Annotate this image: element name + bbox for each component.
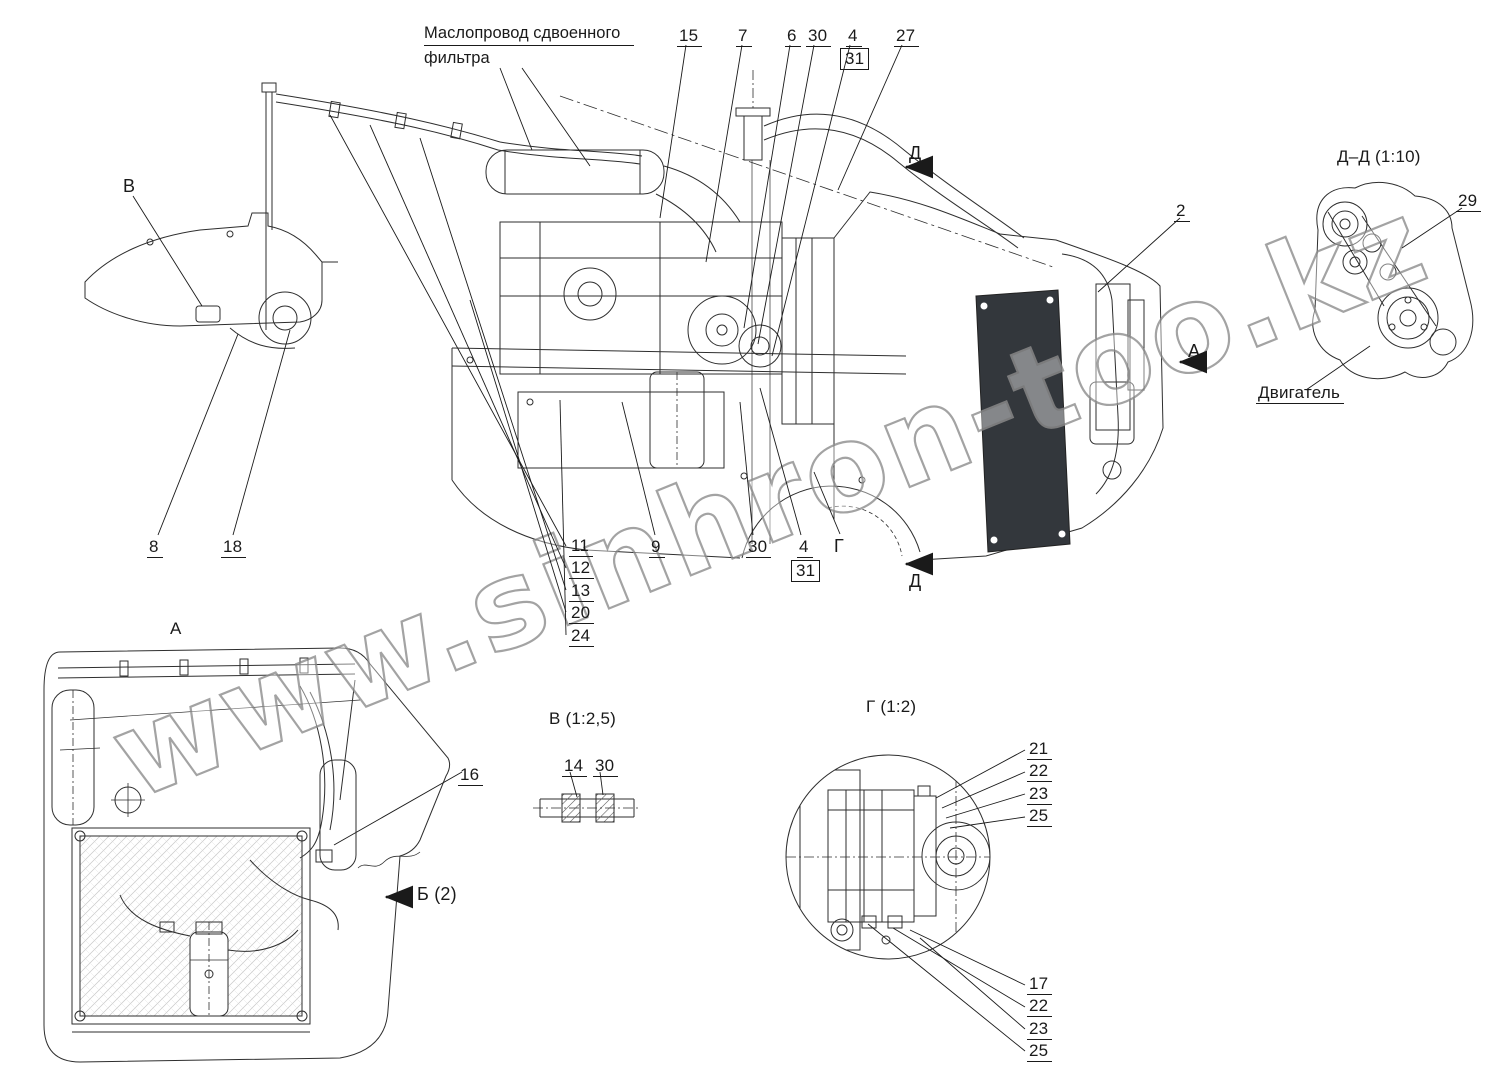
mark-g: Г: [834, 536, 844, 556]
title-note-line1: Маслопровод сдвоенного: [424, 24, 635, 46]
engine-label: Двигатель: [1256, 383, 1345, 405]
callout-30-mid: 30: [746, 537, 772, 559]
arrow-a-mark: А: [1188, 341, 1201, 361]
callout-13: 13: [569, 581, 595, 603]
callout-24: 24: [569, 626, 595, 648]
view-a-title: А: [170, 619, 182, 638]
callout-21: 21: [1027, 739, 1053, 761]
callout-6: 6: [785, 26, 801, 48]
callout-31-mid: 31: [791, 560, 821, 583]
view-dd-title: Д–Д (1:10): [1337, 147, 1421, 166]
view-g-title: Г (1:2): [866, 697, 917, 716]
callout-16: 16: [458, 765, 484, 787]
leader-lines: [132, 44, 1463, 1052]
callout-29: 29: [1456, 191, 1482, 213]
callout-22-g1: 22: [1027, 761, 1053, 783]
callout-8: 8: [147, 537, 163, 559]
callout-4-top: 4: [846, 26, 862, 48]
callout-31-top: 31: [840, 48, 870, 71]
callout-14: 14: [562, 756, 588, 778]
callout-30-top: 30: [806, 26, 832, 48]
bracket-part-view: [84, 212, 338, 349]
callout-12: 12: [569, 558, 595, 580]
arrow-b-mark: Б (2): [417, 884, 457, 904]
mark-v: В: [123, 176, 136, 196]
title-note: Маслопровод сдвоенного фильтра: [424, 24, 635, 68]
view-dd-drawing: [1312, 182, 1474, 380]
callout-25-g2: 25: [1027, 1041, 1053, 1063]
callout-25-g1: 25: [1027, 806, 1053, 828]
callout-20: 20: [569, 603, 595, 625]
main-assembly-view: [261, 70, 1164, 561]
callout-27: 27: [894, 26, 920, 48]
callout-7: 7: [736, 26, 752, 48]
section-d-top: Д: [909, 143, 922, 163]
callout-9: 9: [649, 537, 665, 559]
callout-17: 17: [1027, 974, 1053, 996]
callout-2: 2: [1174, 201, 1190, 223]
view-v-drawing: [533, 793, 641, 823]
section-d-bottom: Д: [909, 571, 922, 591]
callout-4-mid: 4: [797, 537, 813, 559]
view-v-title: В (1:2,5): [549, 709, 616, 728]
callout-23-g2: 23: [1027, 1019, 1053, 1041]
callout-23-g1: 23: [1027, 784, 1053, 806]
callout-22-g2: 22: [1027, 996, 1053, 1018]
callout-11: 11: [569, 536, 594, 558]
callout-18: 18: [221, 537, 247, 559]
view-a-drawing: [43, 647, 451, 1063]
callout-15: 15: [677, 26, 703, 48]
callout-30-v: 30: [593, 756, 619, 778]
title-note-line2: фильтра: [424, 49, 490, 67]
